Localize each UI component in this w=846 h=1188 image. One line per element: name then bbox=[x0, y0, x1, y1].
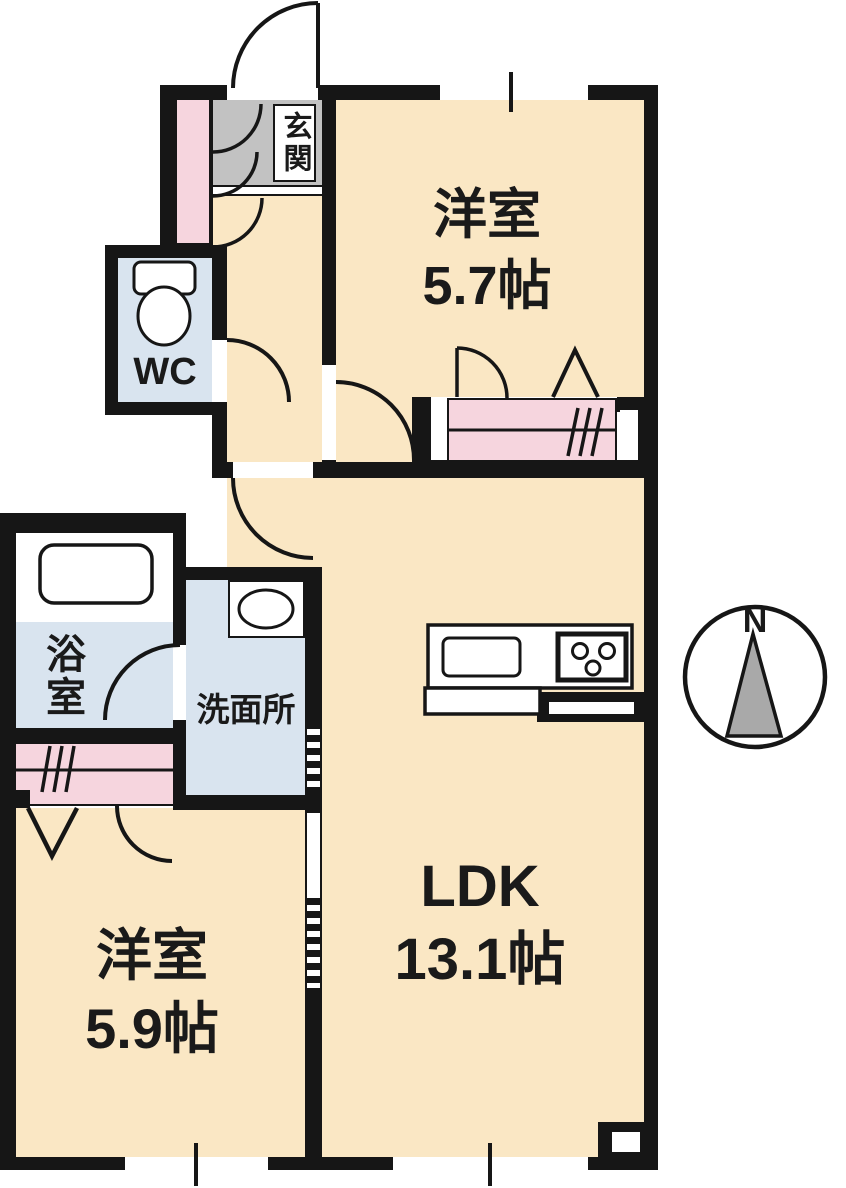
wall-wc-left bbox=[105, 245, 118, 415]
wall-left-upper bbox=[160, 85, 175, 250]
bedroom-top-door-nook bbox=[336, 397, 413, 462]
bathroom-label: 浴室 bbox=[40, 633, 84, 719]
wall-wc-top bbox=[105, 245, 227, 258]
window-bottom-ldk bbox=[393, 1157, 588, 1170]
bath-doorway bbox=[173, 645, 186, 720]
wall-cabinet-line bbox=[209, 98, 213, 245]
sliding-door-pocket bbox=[307, 813, 320, 898]
closet-bedroom-bottom bbox=[13, 742, 177, 806]
room-bedroom-top bbox=[336, 100, 644, 397]
window-bottom-bedroom bbox=[125, 1157, 268, 1170]
entrance-step bbox=[213, 185, 322, 196]
wall-bath-bottom bbox=[0, 728, 186, 743]
wall-closet-top-left bbox=[412, 397, 431, 462]
kitchen-counter-bar bbox=[537, 692, 645, 722]
wall-left-lower bbox=[0, 513, 16, 1170]
washroom-sliding-door bbox=[307, 722, 320, 793]
ldk-name: LDK bbox=[420, 854, 540, 919]
bathtub-area bbox=[16, 533, 173, 622]
wall-wash-top bbox=[173, 567, 322, 580]
entrance-doorway bbox=[227, 85, 318, 100]
compass-north-label: N bbox=[742, 602, 768, 640]
bedroom-top-doorway bbox=[322, 365, 336, 460]
wc-doorway bbox=[212, 340, 227, 402]
hall-vestibule bbox=[227, 478, 322, 567]
window-top bbox=[440, 85, 588, 100]
wc-label: WC bbox=[133, 351, 197, 393]
wall-closet-right-sliver bbox=[638, 397, 644, 462]
wall-closet-top-right bbox=[617, 397, 644, 412]
corner-pillar-box bbox=[612, 1132, 640, 1152]
room-bedroom-bottom bbox=[16, 808, 305, 1157]
ldk-size: 13.1帖 bbox=[394, 927, 566, 992]
closet-bedroom-top bbox=[447, 398, 617, 462]
hallway bbox=[227, 245, 322, 465]
bedroom-top-name: 洋室 bbox=[433, 185, 541, 245]
closet-top-jamb-left bbox=[431, 402, 445, 460]
wall-right bbox=[644, 85, 658, 1170]
bedroom-top-size: 5.7帖 bbox=[422, 256, 552, 316]
bedroom-bottom-size: 5.9帖 bbox=[85, 997, 219, 1060]
entrance-label: 玄関 bbox=[273, 104, 316, 182]
shoe-cabinet bbox=[175, 98, 213, 245]
wall-wc-bottom bbox=[105, 402, 227, 415]
wall-bath-top bbox=[0, 513, 186, 533]
vanity-sink-unit bbox=[228, 580, 305, 638]
wall-closet-bottom bbox=[412, 460, 658, 478]
bedroom-bottom-name: 洋室 bbox=[96, 924, 208, 987]
closet-top-jamb-right bbox=[620, 410, 638, 460]
wall-wash-bottom bbox=[173, 795, 322, 810]
washroom-label: 洗面所 bbox=[196, 690, 296, 728]
room-ldk bbox=[322, 478, 644, 1157]
hallway-upper bbox=[213, 196, 322, 245]
wall-closet-bottom-notch bbox=[13, 790, 30, 808]
hall-ldk-doorway bbox=[233, 462, 313, 478]
entrance-door-arc bbox=[231, 1, 319, 89]
compass-needle bbox=[724, 627, 784, 738]
sliding-door-panel bbox=[307, 898, 320, 988]
